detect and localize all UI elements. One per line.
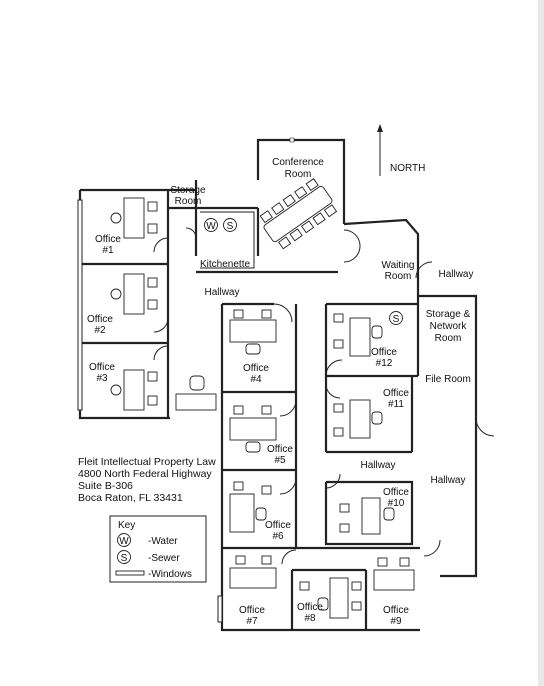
- office-2-label: #2: [94, 325, 106, 336]
- sewer-symbol-icon: S: [389, 311, 403, 325]
- office-4-label: #4: [250, 374, 262, 385]
- legend-title: Key: [118, 520, 135, 531]
- legend-windows-label: -Windows: [148, 569, 192, 580]
- furniture: [110, 178, 415, 619]
- office-3-label: Office: [89, 362, 115, 373]
- office-6-label: #6: [272, 531, 284, 542]
- doors: [153, 227, 495, 565]
- storage-room-label: Room: [175, 196, 202, 207]
- office-8-label: Office: [297, 602, 323, 613]
- office-7-label: Office: [239, 605, 265, 616]
- office-5-label: Office: [267, 444, 293, 455]
- svg-text:S: S: [121, 553, 128, 564]
- office-5-label: #5: [274, 455, 286, 466]
- waiting-room-label: Room: [385, 271, 412, 282]
- office-2-label: Office: [87, 314, 113, 325]
- firm-name: Fleit Intellectual Property Law: [78, 456, 216, 468]
- kitchenette-label: Kitchenette: [200, 259, 250, 270]
- hallway-label: Hallway: [438, 269, 473, 280]
- room-labels: Conference Room Storage Room Kitchenette…: [87, 157, 473, 627]
- legend-sewer-label: -Sewer: [148, 553, 180, 564]
- north-arrow: [377, 124, 383, 176]
- office-3-label: #3: [96, 373, 108, 384]
- office-10-label: #10: [388, 498, 405, 509]
- svg-text:W: W: [119, 536, 129, 547]
- svg-text:S: S: [393, 314, 400, 325]
- office-11-label: #11: [388, 399, 404, 410]
- windows: [77, 137, 295, 623]
- window-symbol-icon: [115, 570, 145, 576]
- legend: Key W -Water S -Sewer -Windows: [109, 515, 207, 583]
- page-edge: [538, 0, 544, 686]
- water-symbol-icon: [117, 533, 131, 547]
- office-8-label: #8: [304, 613, 316, 624]
- office-12-label: #12: [376, 358, 393, 369]
- conference-room-label: Room: [285, 169, 312, 180]
- hallway-label: Hallway: [204, 287, 239, 298]
- office-11-label: Office: [383, 388, 409, 399]
- legend-water-label: -Water: [148, 536, 178, 547]
- north-label: NORTH: [390, 163, 425, 174]
- office-6-label: Office: [265, 520, 291, 531]
- sewer-symbol-icon: [117, 550, 131, 564]
- office-9-label: #9: [390, 616, 402, 627]
- walls: [78, 138, 478, 632]
- office-7-label: #7: [246, 616, 258, 627]
- conference-room-label: Conference: [272, 157, 324, 168]
- waiting-room-label: Waiting: [382, 260, 415, 271]
- office-1-label: #1: [102, 245, 114, 256]
- address-line: Suite B-306: [78, 480, 133, 492]
- storage-room-label: Storage: [170, 185, 205, 196]
- file-room-label: File Room: [425, 374, 471, 385]
- hallway-label: Hallway: [360, 460, 395, 471]
- water-symbol-icon: W: [204, 218, 218, 232]
- storage-network-room-label: Room: [435, 333, 462, 344]
- address-line: Boca Raton, FL 33431: [78, 492, 183, 504]
- office-9-label: Office: [383, 605, 409, 616]
- office-12-label: Office: [371, 347, 397, 358]
- office-10-label: Office: [383, 487, 409, 498]
- address-block: Fleit Intellectual Property Law 4800 Nor…: [78, 456, 216, 504]
- svg-text:W: W: [206, 221, 216, 232]
- address-line: 4800 North Federal Highway: [78, 468, 212, 480]
- storage-network-room-label: Storage &: [426, 309, 471, 320]
- office-1-label: Office: [95, 234, 121, 245]
- storage-network-room-label: Network: [430, 321, 468, 332]
- hallway-label: Hallway: [430, 475, 465, 486]
- svg-text:S: S: [227, 221, 234, 232]
- sewer-symbol-icon: S: [223, 218, 237, 232]
- office-4-label: Office: [243, 363, 269, 374]
